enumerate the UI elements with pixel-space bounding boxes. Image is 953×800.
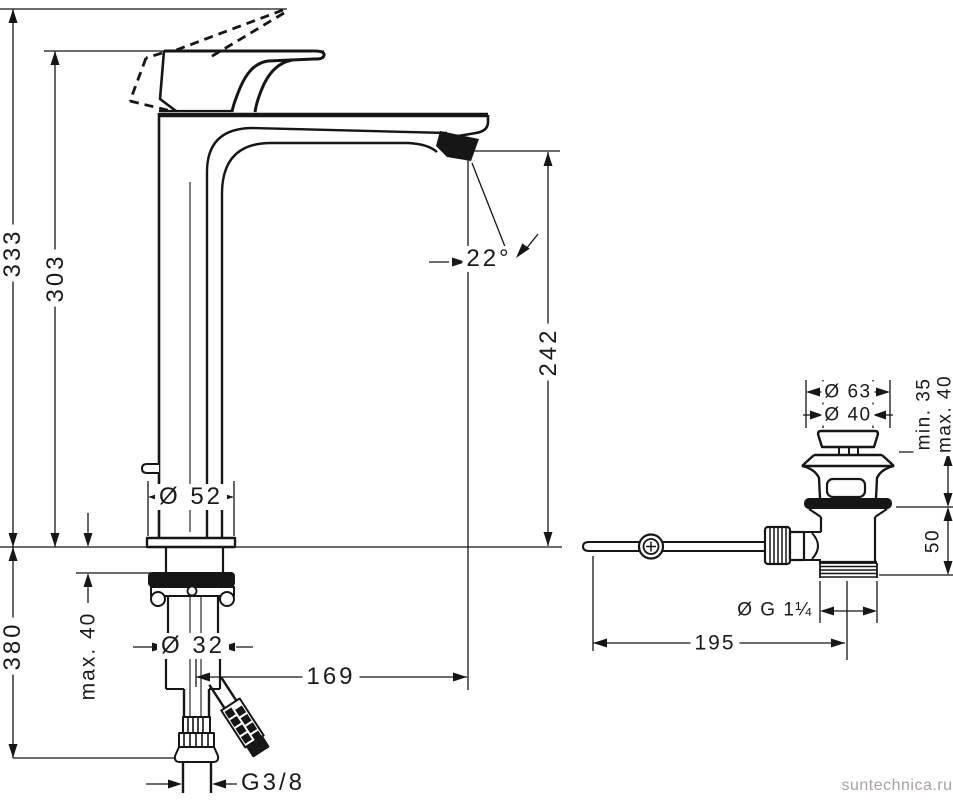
dim-waste-rim-min: min. 35: [913, 374, 935, 454]
dim-body-diameter: Ø 52: [154, 484, 228, 510]
dim-waste-body-height: 50: [922, 525, 944, 557]
braided-supply-hose: [208, 676, 270, 758]
faucet-body-outline: [141, 49, 490, 549]
popup-waste-drawing: [582, 429, 895, 578]
dim-outlet-height: 242: [535, 323, 562, 381]
dim-waste-flange-diameter: Ø 63: [821, 381, 875, 403]
aerator-tip: [436, 131, 479, 161]
dim-spout-top-height: 303: [42, 249, 69, 307]
dim-supply-thread: G3/8: [236, 770, 310, 796]
mounting-hardware: [148, 547, 270, 793]
dim-overall-height: 333: [0, 224, 26, 282]
handle-raised-position-dashed: [128, 8, 285, 113]
dimension-arrowheads: [8, 9, 953, 789]
dim-shank-diameter: Ø 32: [156, 633, 230, 659]
dim-spout-reach: 169: [302, 664, 360, 690]
dim-waste-hole-diameter: Ø 40: [821, 404, 875, 426]
dim-waste-thread: Ø G 1¼: [734, 599, 816, 621]
dim-waste-rim-max: max. 40: [934, 371, 953, 457]
watermark: suntechnica.ru: [841, 777, 953, 794]
dim-deck-thickness-max: max. 40: [76, 607, 100, 705]
dim-rod-length: 195: [690, 631, 740, 655]
dim-below-deck-depth: 380: [0, 617, 26, 675]
dimension-lines: [0, 8, 953, 785]
dim-spout-angle: 22°: [462, 246, 516, 272]
